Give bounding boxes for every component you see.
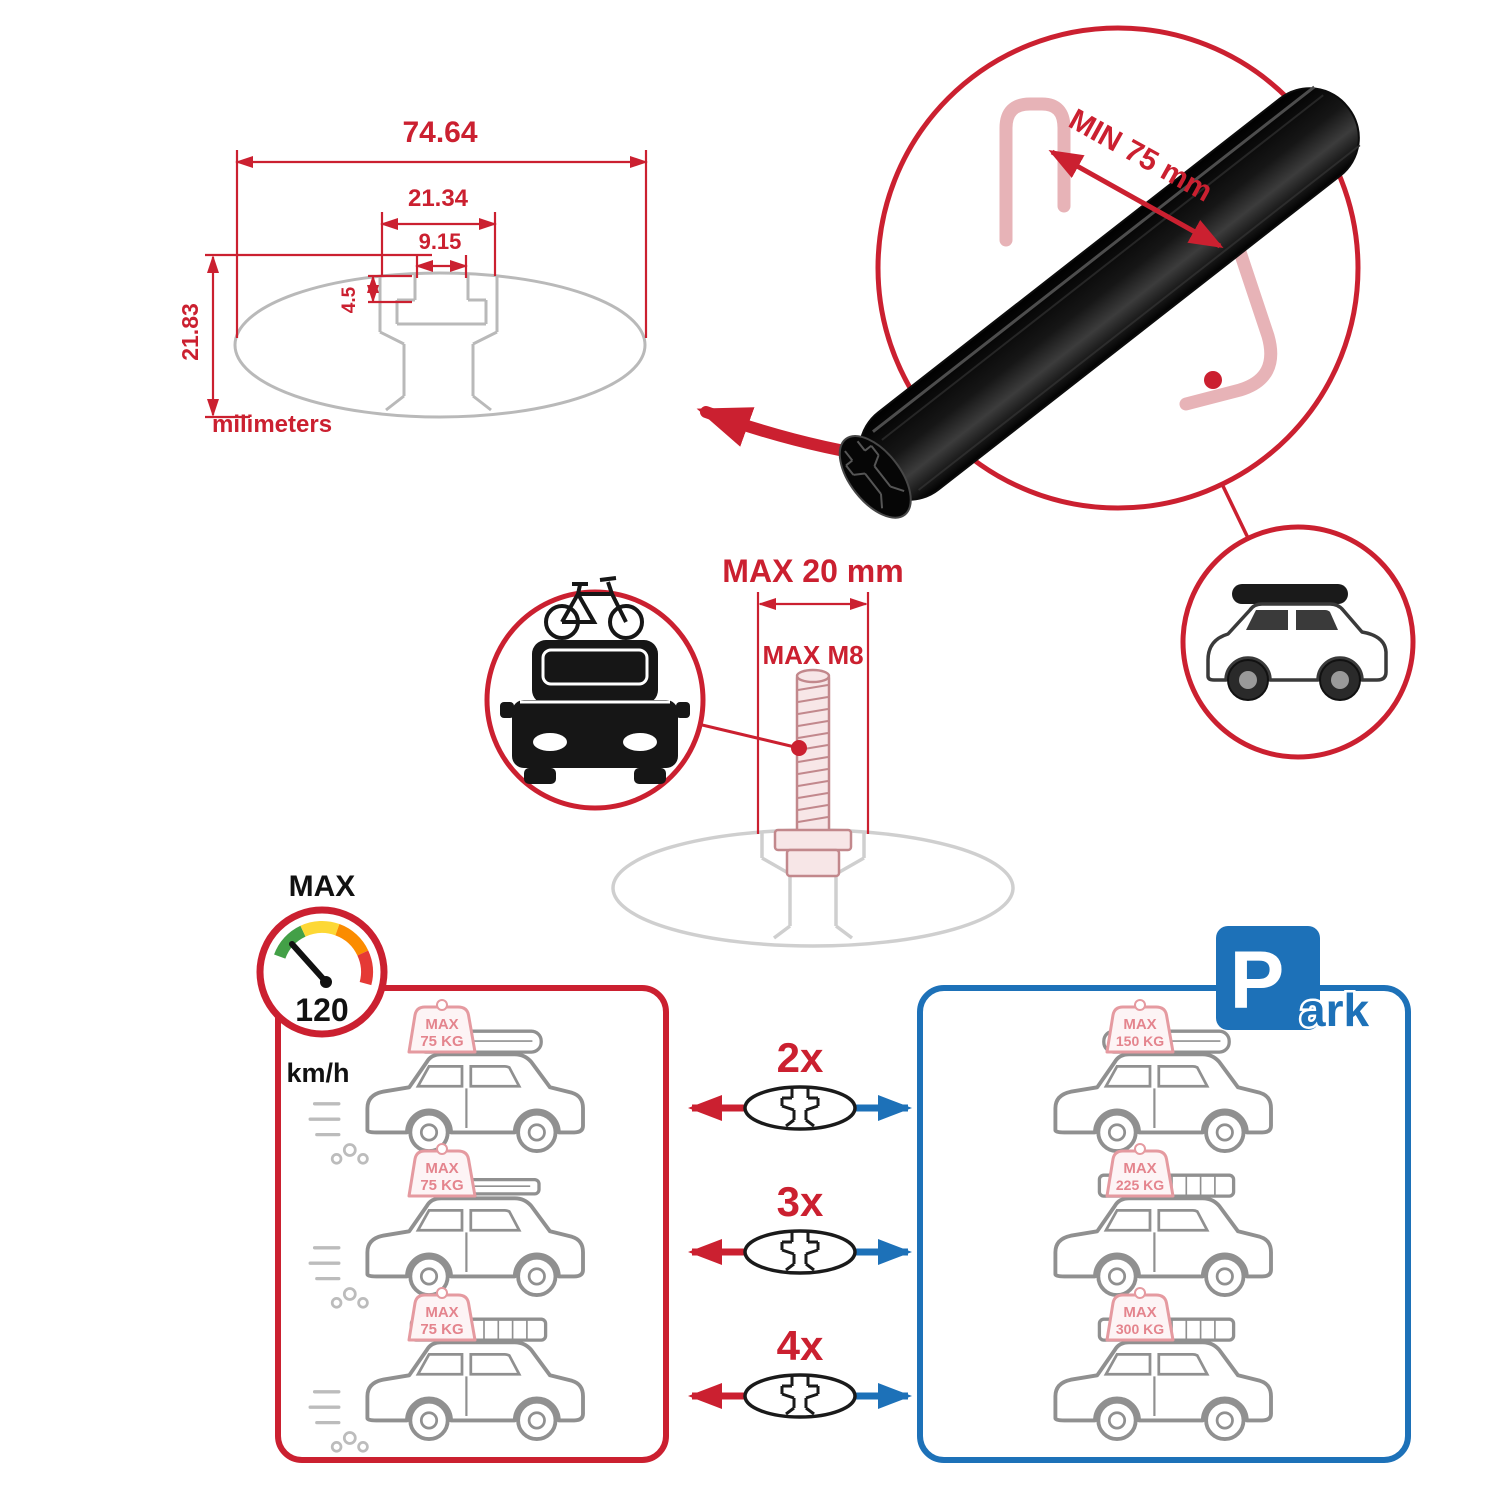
crossbar-profile-section [233,271,647,419]
tag-max-label: MAX [1123,1304,1156,1321]
count-label-3x: 3x [777,1178,824,1225]
speed-unit: km/h [286,1058,349,1088]
count-row-2: 3x [688,1178,912,1275]
count-label-4x: 4x [777,1322,824,1369]
attachment-dot [1204,371,1222,389]
bolt-icon [773,668,853,878]
tag-max-label: MAX [425,1160,458,1177]
right-load-tag-3: MAX 300 KG [1105,1287,1175,1342]
u-bolt-icon [999,97,1278,411]
crossbar-render: MIN 75 mm [838,25,1361,519]
park-sign: P ark [1216,926,1372,1039]
bike-icon [544,576,644,640]
tag-load-value: 75 KG [420,1177,463,1194]
tag-hook-icon [436,1143,448,1155]
tag-max-label: MAX [425,1304,458,1321]
dim-slot-width: 9.15 [419,229,462,254]
speed-max-label: MAX [289,870,356,903]
bolt-dim-lines [756,592,870,834]
right-load-tag-2: MAX 225 KG [1105,1143,1175,1198]
tag-load-value: 75 KG [420,1033,463,1050]
bolt-connector-line [697,722,800,750]
count-row-1: 2x [688,1034,912,1131]
bolt-max-thread-label: MAX M8 [762,640,863,670]
dim-slot-depth: 4.5 [339,286,360,313]
right-load-tag-1: MAX 150 KG [1105,999,1175,1054]
tag-max-label: MAX [1123,1016,1156,1033]
left-load-tag-3: MAX 75 KG [407,1287,477,1342]
gauge-needle [289,941,329,985]
speed-limit-gauge: MAX 120 km/h [256,870,388,1088]
car-front-icon [500,640,690,784]
dim-channel-outer-width: 21.34 [408,185,469,212]
tag-load-value: 150 KG [1116,1033,1164,1049]
dim-total-height: 21.83 [177,303,203,361]
tag-max-label: MAX [1123,1160,1156,1177]
crossbar-section-icon [743,1085,857,1131]
tag-load-value: 300 KG [1116,1321,1164,1337]
car-bike-circle [484,576,706,811]
speed-value: 120 [295,992,348,1028]
bolt-dimension-diagram: MAX 20 mm MAX M8 [611,553,1015,948]
tag-load-value: 75 KG [420,1321,463,1338]
tag-hook-icon [436,1287,448,1299]
left-load-tag-1: MAX 75 KG [407,999,477,1054]
count-row-3: 4x [688,1322,912,1419]
tag-hook-icon [1134,999,1146,1011]
tag-hook-icon [1134,1287,1146,1299]
tag-hook-icon [1134,1143,1146,1155]
tag-load-value: 225 KG [1116,1177,1164,1193]
tag-max-label: MAX [425,1016,458,1033]
crossbar-section-icon [743,1229,857,1275]
count-label-2x: 2x [777,1034,824,1081]
park-letter: P [1230,935,1285,1026]
bolt-dot [791,740,807,756]
dimension-lines [205,150,648,419]
dim-total-width: 74.64 [402,116,477,149]
min-span-arrow [1048,149,1224,249]
suv-roofbox-icon [1206,584,1388,701]
crossbar-dimension-drawing: 74.64 21.34 9.15 4.5 21.83 milimeters [177,116,648,438]
park-suffix: ark [1300,984,1369,1036]
circle-connector-line [1220,483,1250,539]
crossbar-section-icon [743,1373,857,1419]
dim-units-label: milimeters [212,411,332,438]
bolt-max-width-label: MAX 20 mm [722,553,903,589]
crossbar-bar-photo [838,85,1361,519]
left-load-tag-2: MAX 75 KG [407,1143,477,1198]
tag-hook-icon [436,999,448,1011]
suv-roofbox-circle [1180,524,1416,760]
